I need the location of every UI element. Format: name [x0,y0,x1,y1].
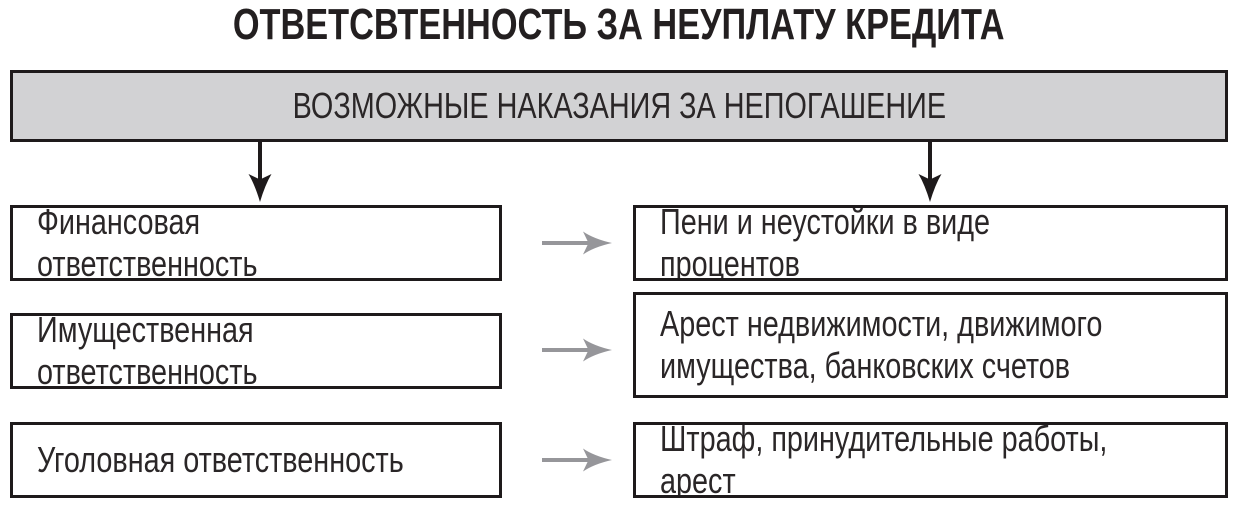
cause-label: Уголовная ответственность [37,439,404,480]
cause-box-financial: Финансовая ответственность [10,205,502,281]
effect-box-penalties: Пени и неустойки в виде процентов [633,205,1228,281]
cause-label: Финансовая ответственность [37,205,258,281]
header-label: ВОЗМОЖНЫЕ НАКАЗАНИЯ ЗА НЕПОГАШЕНИЕ [292,85,946,126]
cause-label: Имущественная ответственность [37,313,258,389]
page-title: ОТВЕТСВТЕННОСТЬ ЗА НЕУПЛАТУ КРЕДИТА [0,2,1237,48]
page-title-text: ОТВЕТСВТЕННОСТЬ ЗА НЕУПЛАТУ КРЕДИТА [232,0,1005,49]
right-arrow-icon [542,448,612,472]
right-arrow-icon [542,338,612,362]
cause-box-criminal: Уголовная ответственность [10,422,502,498]
effect-label: Штраф, принудительные работы, арест [660,422,1108,498]
effect-label: Арест недвижимости, движимого имущества,… [660,303,1103,386]
effect-box-fine-labor-arrest: Штраф, принудительные работы, арест [633,422,1228,498]
cause-box-property: Имущественная ответственность [10,313,502,389]
effect-label: Пени и неустойки в виде процентов [660,205,991,281]
header-box: ВОЗМОЖНЫЕ НАКАЗАНИЯ ЗА НЕПОГАШЕНИЕ [10,70,1228,142]
down-arrow-icon [918,140,942,202]
down-arrow-icon [248,140,272,202]
effect-box-seizure: Арест недвижимости, движимого имущества,… [633,292,1228,398]
right-arrow-icon [542,231,612,255]
